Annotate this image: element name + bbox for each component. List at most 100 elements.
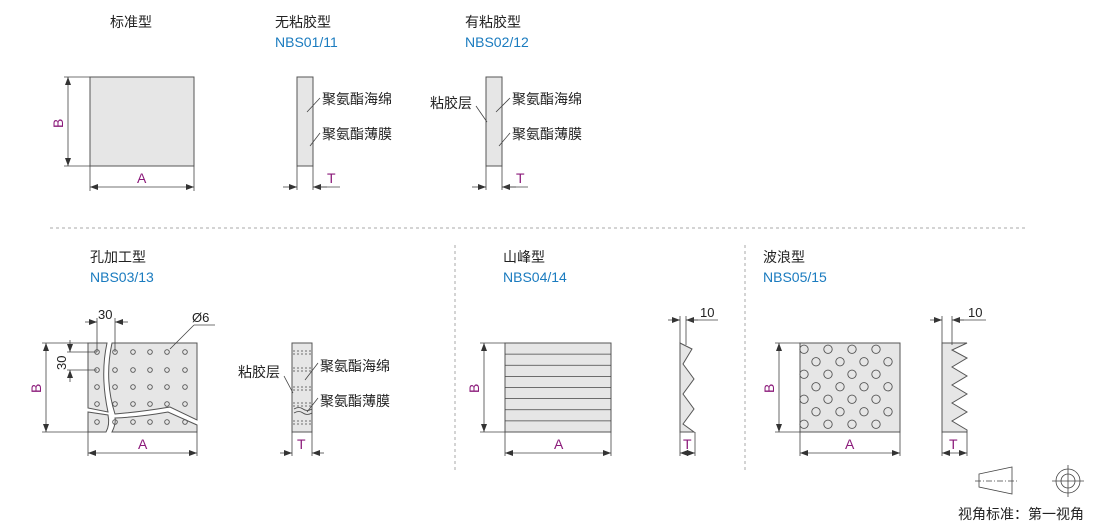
dim-a-label: A: [554, 436, 564, 452]
wave-dimple: [823, 369, 833, 379]
wave-dimple: [859, 407, 869, 417]
hole: [164, 384, 170, 390]
dim-a-label: A: [137, 170, 147, 186]
hole-grid: [94, 349, 188, 425]
hole: [94, 384, 100, 390]
standard-type-drawing: 标准型 B A: [50, 15, 195, 191]
hole: [147, 367, 153, 373]
hole: [164, 367, 170, 373]
wave-plate: [799, 342, 901, 433]
holed-side-view: [291, 342, 313, 433]
dim-a-label: A: [845, 436, 855, 452]
adhesive-model: NBS02/12: [465, 34, 529, 50]
adhesive-layer-label: 粘胶层: [238, 364, 280, 381]
depth-label: 10: [968, 305, 982, 320]
hole: [182, 367, 188, 373]
wave-title: 波浪型: [763, 250, 805, 266]
wave-dimple: [883, 382, 893, 392]
wave-dimple: [799, 394, 809, 404]
sponge-label: 聚氨酯海绵: [322, 91, 392, 108]
wave-dimple: [823, 419, 833, 429]
holed-plate-fragment: [111, 411, 198, 433]
hole: [130, 367, 136, 373]
hole: [147, 419, 153, 425]
wave-dimple: [859, 357, 869, 367]
hole-diameter-label: Ø6: [192, 310, 209, 325]
no-adhesive-type-drawing: 无粘胶型 NBS01/11 聚氨酯海绵 聚氨酯薄膜 T: [275, 14, 392, 190]
hole: [147, 384, 153, 390]
hole: [130, 401, 136, 407]
no-adhesive-model: NBS01/11: [275, 34, 338, 50]
hole: [112, 401, 118, 407]
wave-dimple: [811, 357, 821, 367]
wave-dimple: [883, 407, 893, 417]
wave-dimple: [871, 369, 881, 379]
first-angle-projection-symbol: 视角标准：第一视角: [958, 465, 1084, 523]
hole: [182, 349, 188, 355]
hole: [147, 401, 153, 407]
hole: [164, 349, 170, 355]
no-adhesive-title: 无粘胶型: [275, 14, 331, 31]
dim-b-label: B: [28, 384, 44, 393]
dim-t-label: T: [327, 170, 336, 186]
wave-dimple: [835, 357, 845, 367]
wave-dimple: [823, 394, 833, 404]
wave-dimple: [871, 419, 881, 429]
adhesive-title: 有粘胶型: [465, 14, 521, 31]
hole: [112, 384, 118, 390]
adhesive-type-drawing: 有粘胶型 NBS02/12 粘胶层 聚氨酯海绵 聚氨酯薄膜 T: [430, 14, 582, 190]
wave-type-drawing: 波浪型 NBS05/15 B A 10 T: [761, 250, 986, 456]
projection-standard-label: 视角标准：第一视角: [958, 506, 1084, 523]
wave-dimple: [799, 419, 809, 429]
holed-plate-main: [108, 342, 198, 421]
dim-a-label: A: [138, 436, 148, 452]
wave-dimple: [799, 369, 809, 379]
hole: [182, 384, 188, 390]
film-label: 聚氨酯薄膜: [512, 127, 582, 143]
no-adhesive-side-view: [296, 76, 314, 167]
hole: [164, 401, 170, 407]
wave-dimple: [883, 357, 893, 367]
standard-title: 标准型: [110, 15, 152, 31]
holed-plate-fragment: [87, 342, 109, 413]
wave-dimple: [823, 344, 833, 354]
hole: [164, 419, 170, 425]
wave-dimple: [847, 419, 857, 429]
film-label: 聚氨酯薄膜: [322, 127, 392, 143]
holed-model: NBS03/13: [90, 269, 154, 285]
wave-dimple: [859, 382, 869, 392]
wave-dimple: [799, 344, 809, 354]
peak-side-view: [679, 342, 696, 433]
hole: [112, 419, 118, 425]
wave-dimple: [835, 407, 845, 417]
peak-title: 山峰型: [503, 250, 545, 266]
film-label: 聚氨酯薄膜: [320, 394, 390, 410]
dim-t-label: T: [949, 436, 958, 452]
wave-dimple: [847, 344, 857, 354]
wave-dimple: [871, 394, 881, 404]
hole: [182, 419, 188, 425]
pitch-y-label: 30: [54, 356, 69, 370]
dim-t-label: T: [297, 436, 306, 452]
adhesive-layer-label: 粘胶层: [430, 95, 472, 112]
wave-dimple: [835, 382, 845, 392]
dim-b-label: B: [466, 384, 482, 393]
wave-side-view: [941, 342, 969, 433]
hole: [130, 349, 136, 355]
wave-dimple: [871, 344, 881, 354]
holed-type-drawing: 孔加工型 NBS03/13 30 30 Ø6 B A 粘胶层 聚氨酯海绵 聚氨酯…: [28, 250, 390, 456]
wave-dimple: [811, 407, 821, 417]
sponge-label: 聚氨酯海绵: [512, 91, 582, 108]
depth-label: 10: [700, 305, 714, 320]
hole: [112, 367, 118, 373]
hole: [130, 384, 136, 390]
wave-model: NBS05/15: [763, 269, 827, 285]
holed-title: 孔加工型: [90, 250, 146, 266]
dim-b-label: B: [50, 119, 66, 128]
wave-dimple: [811, 382, 821, 392]
peak-type-drawing: 山峰型 NBS04/14 B A 10 T: [466, 250, 718, 456]
dim-t-label: T: [516, 170, 525, 186]
hole: [94, 419, 100, 425]
wave-dimple: [847, 369, 857, 379]
standard-plate: [89, 76, 195, 167]
